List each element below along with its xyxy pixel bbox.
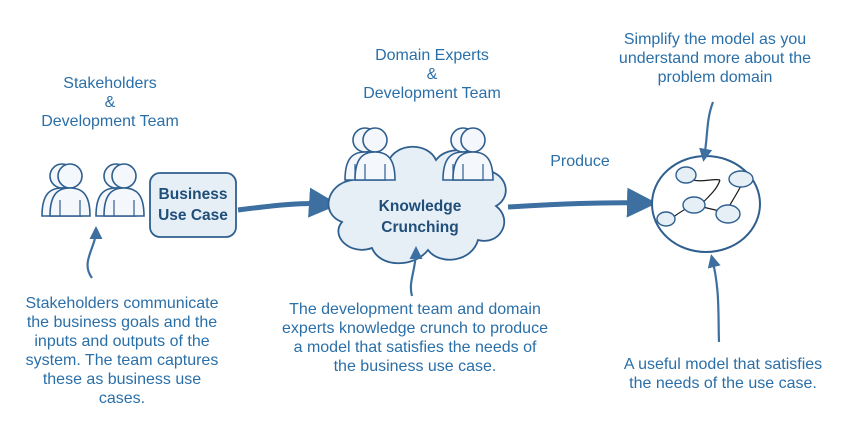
useful-model-note: A useful model that satisfies the needs …	[623, 356, 823, 392]
simplify-note-arrow	[699, 101, 715, 162]
use-case-to-crunching-arrow	[237, 187, 339, 218]
experts-group-label: Domain Experts & Development Team	[363, 47, 501, 102]
useful-model-note-arrow	[707, 254, 721, 343]
business-use-case-box	[149, 172, 237, 238]
produce-arrow	[507, 187, 657, 218]
crunch-note: The development team and domain experts …	[282, 301, 548, 375]
stakeholders-people-icon	[41, 163, 145, 217]
domain-model-icon	[651, 155, 761, 253]
crunch-note-arrow	[409, 246, 423, 297]
simplify-note: Simplify the model as you understand mor…	[618, 31, 812, 86]
stakeholders-note-arrow	[86, 226, 103, 279]
stakeholders-group-label: Stakeholders & Development Team	[41, 75, 179, 130]
business-use-case-label: Business Use Case	[158, 186, 228, 224]
produce-label: Produce	[550, 153, 610, 170]
knowledge-crunching-label: Knowledge Crunching	[378, 198, 462, 236]
stakeholders-note: Stakeholders communicate the business go…	[25, 295, 219, 407]
